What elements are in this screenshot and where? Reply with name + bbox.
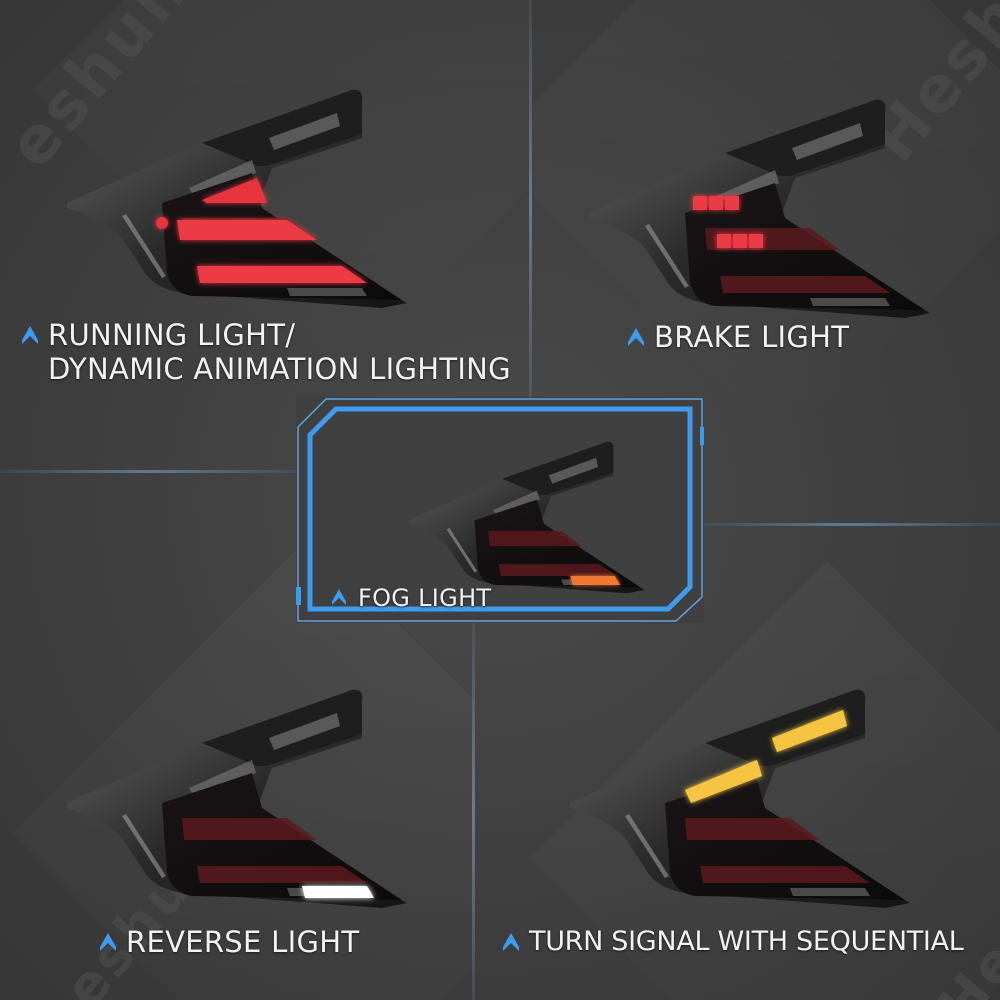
chevron-up-icon xyxy=(503,933,519,951)
chevron-up-icon xyxy=(332,589,346,605)
chevron-up-icon xyxy=(22,326,38,344)
label-text: BRAKE LIGHT xyxy=(654,320,850,354)
divider-horizontal-left xyxy=(0,470,300,473)
label-text: TURN SIGNAL WITH SEQUENTIAL xyxy=(529,926,964,957)
label-turn-signal: TURN SIGNAL WITH SEQUENTIAL xyxy=(503,925,964,959)
label-running-light: RUNNING LIGHT/ DYNAMIC ANIMATION LIGHTIN… xyxy=(22,318,511,386)
tail-lamp-brake-light xyxy=(585,78,945,318)
label-text: RUNNING LIGHT/ DYNAMIC ANIMATION LIGHTIN… xyxy=(48,318,511,386)
label-text: FOG LIGHT xyxy=(358,584,492,612)
chevron-up-icon xyxy=(628,328,644,346)
tail-lamp-fog-light xyxy=(405,425,655,595)
chevron-up-icon xyxy=(100,933,116,951)
fog-light-frame xyxy=(296,397,704,623)
label-text: REVERSE LIGHT xyxy=(126,925,360,959)
label-brake-light: BRAKE LIGHT xyxy=(628,320,849,354)
divider-vertical-top xyxy=(529,0,532,405)
tail-lamp-running-light xyxy=(62,68,422,308)
tail-lamp-reverse-light xyxy=(62,668,422,908)
tail-lamp-turn-signal xyxy=(565,668,925,908)
label-fog-light: FOG LIGHT xyxy=(332,584,491,612)
divider-vertical-bottom xyxy=(472,620,475,1000)
label-reverse-light: REVERSE LIGHT xyxy=(100,925,359,959)
divider-horizontal-right xyxy=(700,523,1000,526)
